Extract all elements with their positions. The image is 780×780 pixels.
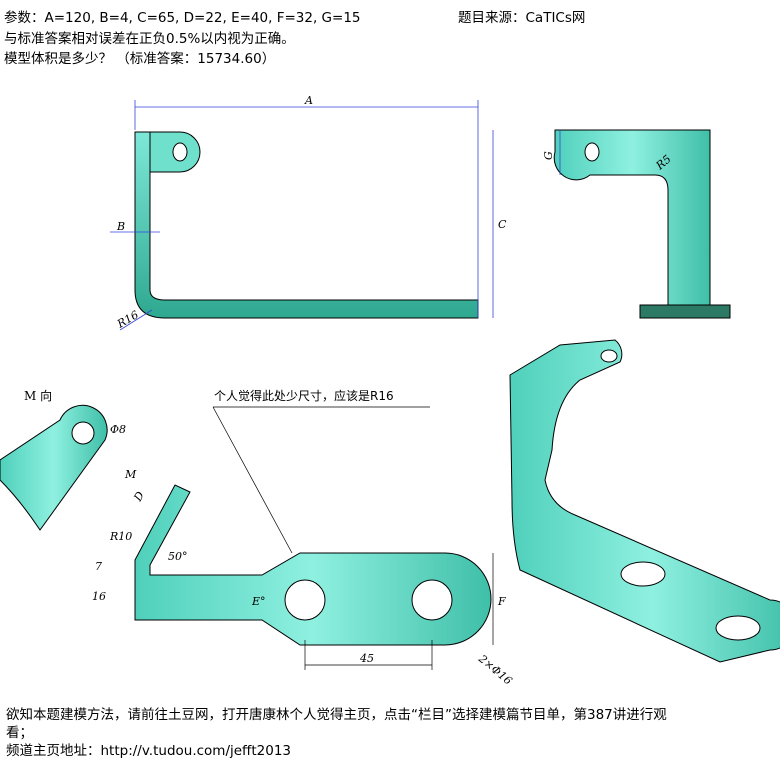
dim-16: 16 — [92, 590, 106, 603]
footer-url[interactable]: 频道主页地址：http://v.tudou.com/jefft2013 — [6, 743, 292, 759]
dim-C: C — [498, 218, 507, 231]
dim-E: E° — [251, 595, 266, 608]
dim-R10: R10 — [109, 530, 132, 543]
footer-line1b: 看； — [6, 725, 33, 741]
dim-45: 45 — [359, 652, 374, 665]
question-text: 模型体积是多少？ （标准答案：15734.60） — [4, 51, 276, 67]
isometric-view — [509, 339, 780, 663]
dim-G: G — [542, 151, 555, 160]
dim-F: F — [497, 595, 506, 608]
dim-B: B — [116, 220, 125, 233]
m-view-label: M 向 — [24, 388, 52, 403]
dim-phi8: Φ8 — [110, 423, 126, 436]
dim-R16: R16 — [114, 308, 141, 331]
annotation-text: 个人觉得此处少尺寸，应该是R16 — [214, 388, 394, 403]
dim-A: A — [304, 94, 313, 107]
dim-7: 7 — [95, 560, 102, 573]
dim-50deg: 50° — [168, 550, 188, 563]
footer-line1: 欲知本题建模方法，请前往土豆网，打开唐康林个人觉得主页，点击“栏目”选择建模篇节… — [6, 707, 667, 723]
parameters-text: 参数：A=120, B=4, C=65, D=22, E=40, F=32, G… — [4, 10, 361, 26]
m-direction-view — [0, 404, 108, 531]
m-arrow-label: M — [124, 468, 137, 481]
tolerance-text: 与标准答案相对误差在正负0.5%以内视为正确。 — [4, 31, 295, 47]
source-text: 题目来源：CaTICs网 — [458, 10, 586, 26]
dim-holes: 2×Φ16 — [475, 652, 514, 688]
dim-D: D — [131, 489, 147, 504]
side-view — [553, 129, 731, 319]
top-view — [110, 100, 494, 331]
bottom-view — [134, 406, 494, 670]
